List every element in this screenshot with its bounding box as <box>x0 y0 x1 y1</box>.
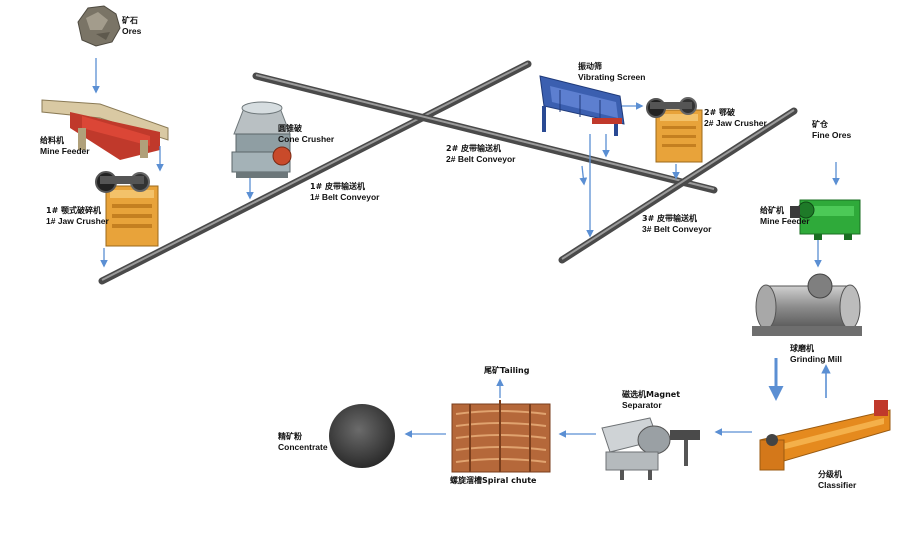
label-grinding-mill: 球磨机 Grinding Mill <box>790 344 842 364</box>
green-feeder-icon <box>790 199 861 240</box>
belt-conveyor-1 <box>98 60 532 285</box>
jaw-crusher-2-icon <box>646 97 703 163</box>
concentrate-powder-icon <box>329 404 395 468</box>
ore-rock-icon <box>77 5 121 47</box>
label-magnet-separator: 磁选机Magnet Separator <box>622 390 681 410</box>
ball-mill-icon <box>752 273 862 336</box>
label-ores: 矿石 Ores <box>122 16 142 36</box>
jaw-crusher-1-icon <box>95 171 159 247</box>
vibrating-screen-icon <box>539 75 625 136</box>
arrow-conveyor2-to-screen-link <box>579 165 588 186</box>
spiral-chute-icon <box>451 400 551 473</box>
label-jaw-crusher-2: 2# 鄂破 2# Jaw Crusher <box>704 108 767 128</box>
cone-crusher-icon <box>231 101 292 178</box>
label-classifier: 分级机 Classifier <box>818 470 857 490</box>
label-vibrating-screen: 振动筛 Vibrating Screen <box>578 62 646 82</box>
label-jaw-crusher-1: 1# 颚式破碎机 1# Jaw Crusher <box>46 206 109 226</box>
label-fine-ores: 矿仓 Fine Ores <box>812 120 852 140</box>
belt-conveyor-3 <box>558 107 798 264</box>
magnetic-separator-icon <box>601 417 700 480</box>
label-belt-conveyor-1: 1# 皮带输送机 1# Belt Conveyor <box>310 182 380 202</box>
label-mine-feeder-1: 给料机 Mine Feeder <box>40 136 90 156</box>
label-tailing: 尾矿Tailing <box>484 366 530 375</box>
vibrating-feeder-icon <box>41 99 169 160</box>
label-belt-conveyor-3: 3# 皮带输送机 3# Belt Conveyor <box>642 214 712 234</box>
belt-conveyor-2 <box>252 72 718 194</box>
label-spiral-chute: 螺旋溜槽Spiral chute <box>450 476 537 485</box>
spiral-classifier-icon <box>759 400 891 471</box>
label-concentrate: 精矿粉 Concentrate <box>278 432 328 452</box>
label-cone-crusher: 圆锥破 Cone Crusher <box>278 124 335 144</box>
flow-arrows <box>92 58 840 438</box>
label-mine-feeder-2: 给矿机 Mine Feeder <box>760 206 810 226</box>
label-belt-conveyor-2: 2# 皮带输送机 2# Belt Conveyor <box>446 144 516 164</box>
